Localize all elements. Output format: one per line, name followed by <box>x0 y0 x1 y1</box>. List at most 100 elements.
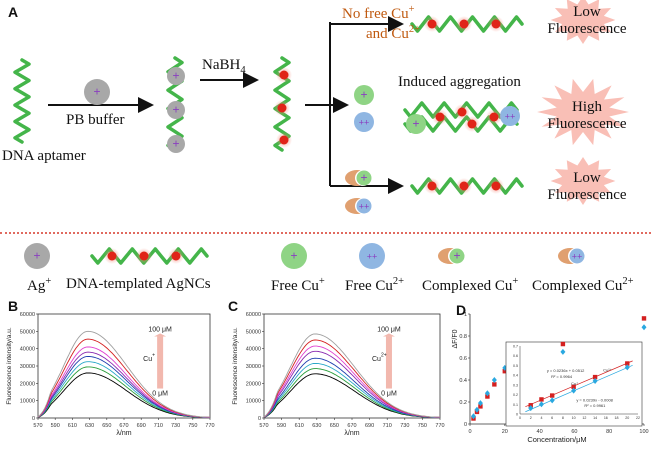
inset-point-s2-4-diamond <box>571 387 577 394</box>
inset-y-tick-label: 0.2 <box>513 393 518 397</box>
agg-dot-1 <box>435 112 445 122</box>
y-tick-label: 60000 <box>246 312 261 318</box>
panel-letter-b: B <box>8 298 19 314</box>
legend-complexed-cu2 <box>569 248 585 264</box>
spectrum-line-1 <box>263 373 441 419</box>
inset-x-tick-label: 22 <box>636 416 640 420</box>
outcome-top-dot-2 <box>459 19 469 29</box>
inset-point-s2-7-diamond <box>560 348 566 355</box>
x-tick-label: 610 <box>68 423 77 429</box>
bound-cu2-mid-sign: ++ <box>505 112 516 122</box>
agg-dot-3 <box>467 119 477 129</box>
ion-label-sup: 2+ <box>381 352 387 358</box>
legend-agncs-dot-1 <box>107 251 117 261</box>
legend-graphic: +++++++ <box>24 243 585 269</box>
x-tick-label: 60 <box>571 429 577 435</box>
y-tick-label: 20000 <box>20 381 35 387</box>
x-tick-label: 710 <box>383 423 392 429</box>
x-tick-label: 80 <box>606 429 612 435</box>
y-tick-label: 0.8 <box>459 334 467 340</box>
ag-ion-bound-2-sign: + <box>172 103 179 117</box>
legend-cu1-ion-sign: + <box>290 249 297 263</box>
x-tick-label: 770 <box>435 423 444 429</box>
ag-ion-bound-1 <box>167 67 185 85</box>
y-tick-label: 0 <box>32 416 35 422</box>
outcome-bottom-dot-3 <box>491 181 501 191</box>
legend-free-cu2: Free Cu2+ <box>345 276 405 294</box>
ag-ion-step1 <box>84 79 110 105</box>
inset-name-cu1: Cu⁺ <box>571 381 578 386</box>
inset-r2-cu1: R² = 0.9961 <box>584 403 606 408</box>
spectrum-line-8 <box>263 333 440 418</box>
inset-point-s1-3-square <box>549 393 555 398</box>
inset-y-tick-label: 0.7 <box>513 345 518 349</box>
low-fluorescence-label-bottom: Low Fluorescence <box>547 170 627 203</box>
inset-x-tick-label: 4 <box>540 416 542 420</box>
x-tick-label: 570 <box>259 423 268 429</box>
low-fluorescence-label-top: Low Fluorescence <box>547 4 627 37</box>
legend-cu2-ion-sign: ++ <box>367 252 378 262</box>
ion-label: Cu <box>143 356 152 363</box>
no-free-cu-label: No free Cu+ and Cu2+ <box>342 2 420 42</box>
inset-x-tick-label: 10 <box>572 416 576 420</box>
dna-aptamer-strand <box>13 58 31 144</box>
x-axis-label: λ/nm <box>344 430 359 437</box>
y-tick-label: 50000 <box>20 329 35 335</box>
x-tick-label: 610 <box>295 423 304 429</box>
x-tick-label: 690 <box>137 423 146 429</box>
x-tick-label: 770 <box>205 423 214 429</box>
reductant-label: NaBH4 <box>202 57 246 76</box>
x-tick-label: 750 <box>188 423 197 429</box>
x-tick-label: 750 <box>418 423 427 429</box>
x-axis-label: Concentration/μM <box>527 435 586 444</box>
point-s2-5-diamond <box>491 377 497 383</box>
agncs-dot-2 <box>277 103 287 113</box>
ag-ion-step1-sign: + <box>93 85 100 99</box>
high-fluorescence-label: High Fluorescence <box>547 99 627 132</box>
y-tick-label: 10000 <box>246 399 261 405</box>
legend-complexed-cu1 <box>449 248 465 264</box>
x-tick-label: 0 <box>468 429 471 435</box>
inset-point-s1-7-square <box>560 341 566 347</box>
y-tick-label: 0.4 <box>459 378 467 384</box>
inset-x-tick-label: 2 <box>530 416 532 420</box>
low-burst-bottom <box>550 157 616 205</box>
no-free-line-1: No free Cu+ <box>342 4 415 22</box>
scheme-graphic: +++++++++++++ <box>13 0 629 214</box>
concentration-arrow <box>157 336 164 389</box>
x-tick-label: 630 <box>312 423 321 429</box>
legend-ag-ion <box>24 243 50 269</box>
pb-buffer-label: PB buffer <box>66 112 125 128</box>
y-axis-label: ΔF/F0 <box>452 329 459 348</box>
bottom-concentration-label: 0 μM <box>381 390 397 397</box>
inset-point-s2-6-diamond <box>624 364 630 371</box>
y-tick-label: 10000 <box>20 399 35 405</box>
x-tick-label: 670 <box>347 423 356 429</box>
concentration-arrow <box>385 336 392 389</box>
outcome-bottom-dot-2 <box>459 181 469 191</box>
inset-point-s1-6-square <box>625 361 630 366</box>
x-tick-label: 710 <box>154 423 163 429</box>
point-s1-6-square <box>502 369 507 374</box>
dna-aptamer-label: DNA aptamer <box>2 148 86 164</box>
point-s2-1-diamond <box>470 413 476 420</box>
free-cu2-mid-sign: ++ <box>359 118 370 128</box>
x-tick-label: 590 <box>51 423 60 429</box>
ion-label: Cu <box>372 356 381 363</box>
free-cu1-mid-sign: + <box>360 88 367 102</box>
free-cu2-mid <box>354 112 374 132</box>
inset-point-s1-5-square <box>592 374 598 380</box>
inset-y-tick-label: 0.4 <box>513 374 518 378</box>
ion-label-sup: + <box>152 352 155 358</box>
y-tick-label: 60000 <box>20 312 35 318</box>
ag-ion-bound-3 <box>167 135 185 153</box>
y-tick-label: 40000 <box>246 347 261 353</box>
bound-cu2-mid <box>500 106 520 126</box>
legend-complexed-cu1: Complexed Cu+ <box>422 276 519 294</box>
agncs-dot-3 <box>279 135 289 145</box>
inset-x-tick-label: 12 <box>582 416 586 420</box>
y-tick-label: 30000 <box>20 364 35 370</box>
outcome-bottom-dot-1 <box>427 181 437 191</box>
